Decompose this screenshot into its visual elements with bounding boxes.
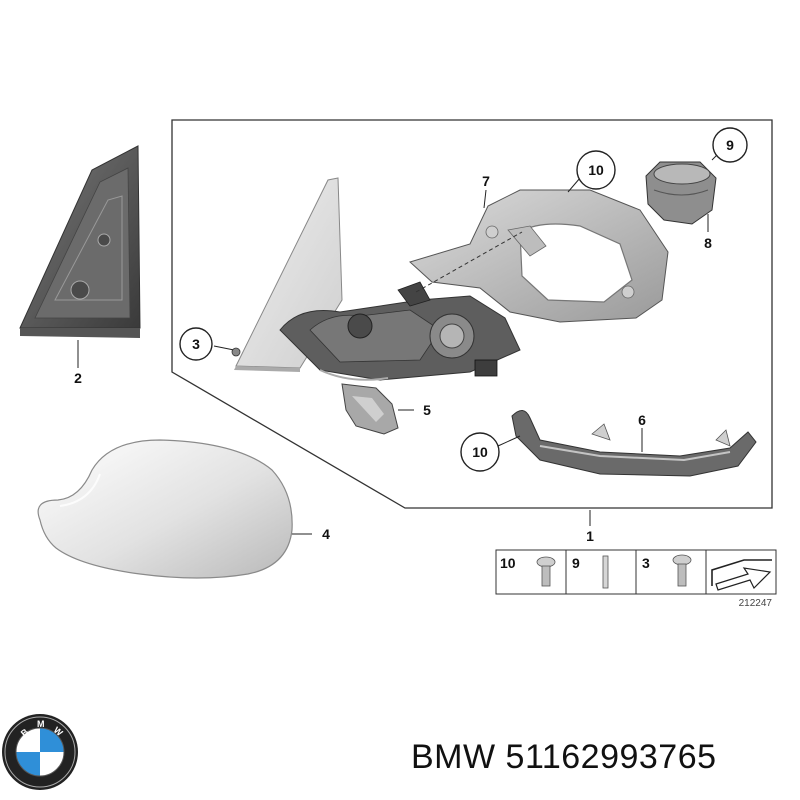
fastener-label-3: 3: [642, 555, 650, 571]
screw-3-head: [231, 347, 241, 357]
part-6-turn-signal-strip: [511, 410, 757, 477]
fastener-label-10: 10: [500, 555, 516, 571]
callout-circle-10b: [460, 432, 500, 472]
callout-8: 8: [704, 235, 712, 251]
dashed-assembly-line: [415, 231, 523, 293]
svg-text:M: M: [37, 719, 45, 729]
bmw-logo: B M W: [2, 714, 78, 790]
leader-line-10a: [567, 177, 581, 193]
callout-circle-3: [179, 327, 213, 361]
callout-9: 9: [726, 137, 734, 153]
callout-4: 4: [322, 526, 330, 542]
callout-5: 5: [423, 402, 431, 418]
part-8-turn-signal-module: [645, 161, 717, 225]
part-mirror-actuator: [279, 281, 521, 381]
svg-text:B: B: [19, 726, 31, 738]
leader-line-7: [483, 189, 487, 209]
part-4-mirror-cap: [37, 439, 293, 579]
callout-circle-9: [712, 127, 748, 163]
leader-line-10b: [497, 435, 521, 447]
leader-line-3: [213, 345, 235, 351]
assembly-outline: [171, 119, 773, 509]
part-number: 51162993765: [505, 738, 717, 776]
arrow-symbol-icon: [711, 559, 772, 591]
callout-2: 2: [74, 370, 82, 386]
callout-10-top: 10: [588, 162, 604, 178]
callout-3: 3: [192, 336, 200, 352]
part-2-mirror-base: [19, 145, 141, 338]
part-5-bracket: [341, 383, 399, 435]
part-7-mirror-housing-frame: [409, 189, 669, 323]
fastener-label-9: 9: [572, 555, 580, 571]
screw-3-icon: [672, 554, 692, 587]
part-code-label: BMW 51162993765: [411, 738, 717, 777]
pin-9-icon: [602, 555, 609, 589]
callout-circle-10a: [576, 150, 616, 190]
callout-6: 6: [638, 412, 646, 428]
callout-1: 1: [586, 528, 594, 544]
callout-7: 7: [482, 173, 490, 189]
screw-10-icon: [536, 556, 556, 587]
callout-10-bottom: 10: [472, 444, 488, 460]
fastener-table: 10 9 3: [495, 549, 777, 595]
drawing-number: 212247: [739, 598, 773, 609]
brand-name: BMW: [411, 738, 496, 776]
